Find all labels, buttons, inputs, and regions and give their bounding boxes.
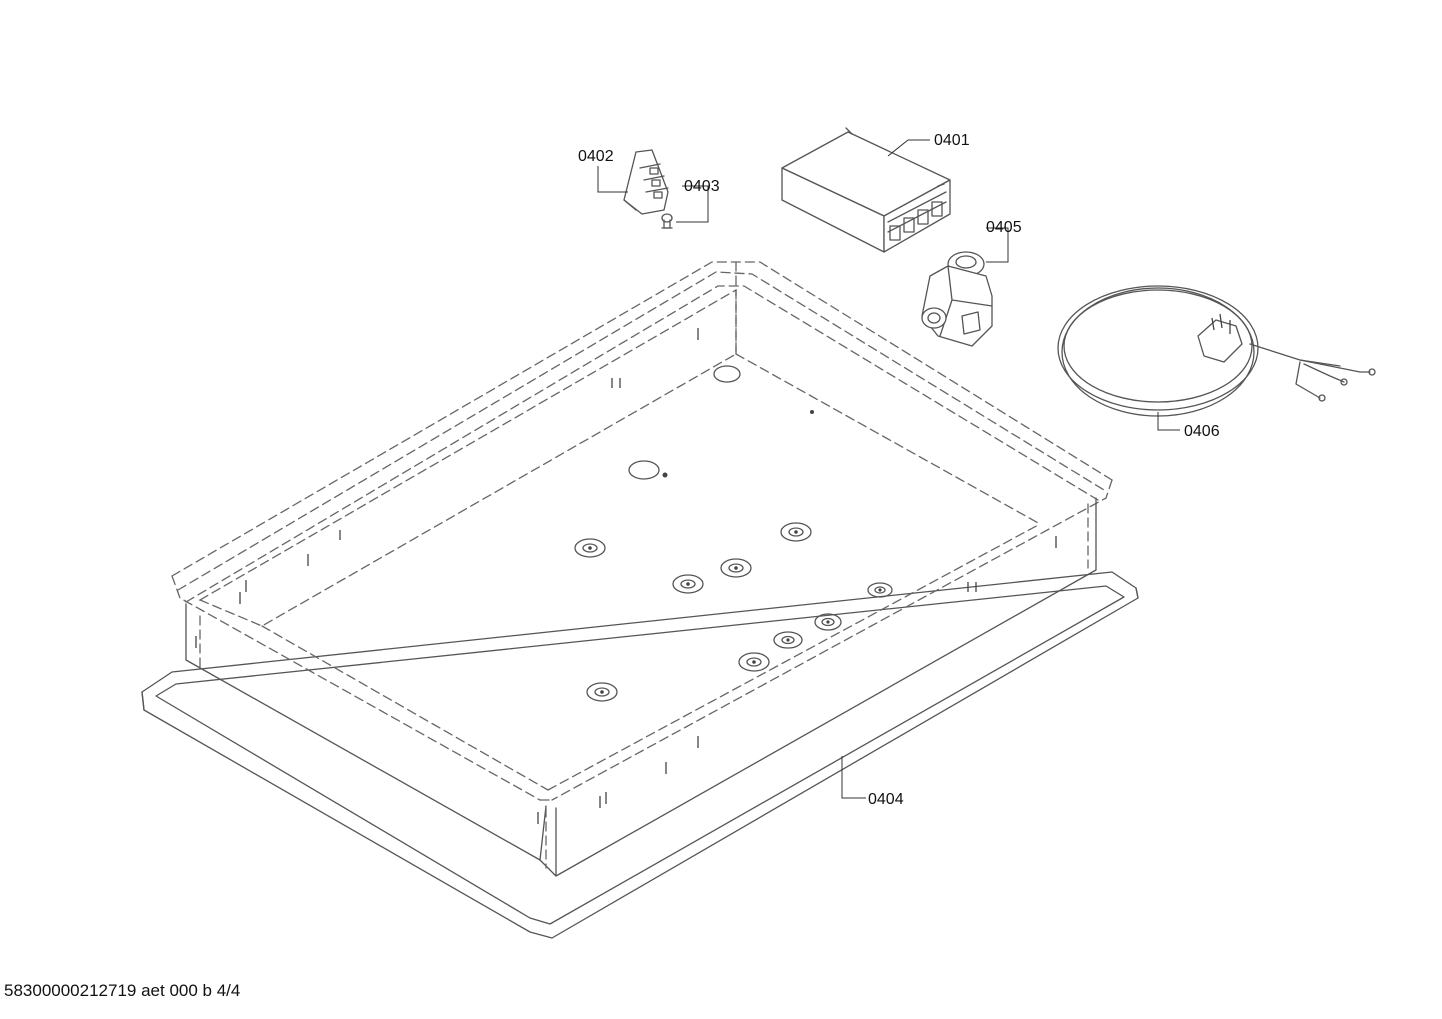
burner-mount: [814, 613, 842, 631]
burner-mount: [780, 522, 812, 542]
burner-mount: [574, 538, 606, 558]
burner-mount: [738, 652, 770, 672]
leader-0404: [841, 756, 866, 799]
part-label-0405: 0405: [986, 219, 1022, 236]
hob-tray-part: [171, 261, 1113, 877]
part-label-0406: 0406: [1184, 423, 1220, 440]
frame-seal-part: [141, 571, 1139, 939]
burner-mount: [773, 631, 803, 649]
leader-0402: [597, 166, 628, 193]
part-label-0404: 0404: [868, 791, 904, 808]
leader-0403: [676, 185, 709, 223]
power-cord-part: [1057, 285, 1376, 417]
burner-mount: [672, 574, 704, 594]
terminal-block-part: [623, 149, 669, 215]
leader-0405: [986, 227, 1009, 263]
burner-mount: [586, 682, 618, 702]
drawing-reference-footer: 58300000212719 aet 000 b 4/4: [4, 981, 241, 1000]
junction-box-part: [781, 127, 951, 253]
part-label-0402: 0402: [578, 148, 614, 165]
leader-0401: [887, 139, 930, 157]
leader-0406: [1157, 412, 1180, 431]
burner-mount: [720, 558, 752, 578]
part-label-0401: 0401: [934, 132, 970, 149]
burner-mount-points: [574, 522, 893, 702]
screw-part: [661, 213, 673, 229]
burner-mount: [867, 582, 893, 598]
gas-regulator-part: [921, 251, 993, 347]
part-label-0403: 0403: [684, 178, 720, 195]
leader-lines: [597, 139, 1180, 799]
